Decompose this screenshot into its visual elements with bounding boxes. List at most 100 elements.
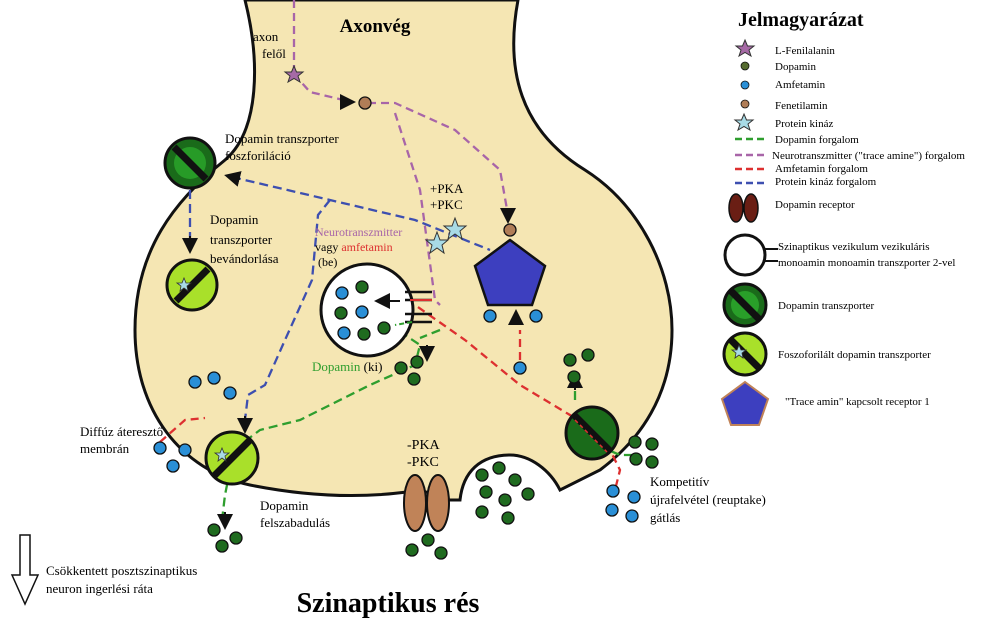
dat-phos-label-1: Dopamin transzporter: [225, 131, 339, 146]
amphetamine-legend-icon: [740, 80, 750, 90]
dopamine-dot-icon: [207, 523, 221, 537]
amphetamine-flow-lines: [159, 298, 622, 491]
dat-phos-label-2: foszforiláció: [225, 148, 291, 163]
legend-label: L-Fenilalanin: [775, 45, 835, 57]
legend-label: Dopamin forgalom: [775, 134, 859, 146]
amphetamine-dot-icon: [188, 375, 202, 389]
amphetamine-dot-icon: [483, 309, 497, 323]
dopamine-dot-icon: [405, 543, 419, 557]
dopamine-dot-icon: [581, 348, 595, 362]
legend: Jelmagyarázat L-Fenilalanin Dopamin Amfe…: [720, 9, 965, 426]
amphetamine-dot-icon: [223, 386, 237, 400]
in-label: (be): [318, 255, 337, 269]
dat-int-label-1: Dopamin: [210, 212, 259, 227]
amphetamine-dot-icon: [627, 490, 641, 504]
dopamine-dot-icon: [475, 468, 489, 482]
dopamine-dot-icon: [508, 473, 522, 487]
amphetamine-dot-icon: [166, 459, 180, 473]
axon-terminal-title: Axonvég: [340, 16, 411, 37]
amphetamine-dot-icon: [529, 309, 543, 323]
amphetamine-dot-icon: [335, 286, 349, 300]
dopamine-dot-icon: [498, 493, 512, 507]
amphetamine-in-label: vagy amfetamin: [315, 240, 393, 254]
dopamine-legend-icon: [740, 61, 750, 71]
amphetamine-dot-icon: [337, 326, 351, 340]
competitive-label-3: gátlás: [650, 510, 680, 525]
amphetamine-dot-icon: [153, 441, 167, 455]
taar1-receptor-pentagon: [473, 238, 547, 307]
axon-from-label-2: felől: [262, 46, 286, 61]
dopamine-dot-icon: [434, 546, 448, 560]
protein-kinase-star-icon: [442, 216, 468, 241]
protein-kinase-star-icon: [424, 230, 450, 255]
protein-kinase-legend-icon: [733, 112, 755, 132]
neurotransmitter-in-label: Neurotranszmitter: [315, 225, 402, 239]
dopamine-dot-icon: [479, 485, 493, 499]
competitive-label-2: újrafelvétel (reuptake): [650, 492, 766, 507]
legend-label: Foszoforilált dopamin transzporter: [778, 349, 931, 361]
dat-int-label-3: bevándorlása: [210, 251, 279, 266]
vesicle-legend-icon: [723, 233, 778, 277]
amphetamine-dot-icon: [625, 509, 639, 523]
synaptic-cleft-title: Szinaptikus rés: [297, 588, 480, 619]
legend-label: monoamin monoamin transzporter 2-vel: [778, 257, 955, 269]
dopamine-dot-icon: [357, 327, 371, 341]
dopamine-out-label: Dopamin (ki): [312, 359, 382, 374]
dopamine-release-label-1: Dopamin: [260, 498, 309, 513]
dopamine-dot-icon: [215, 539, 229, 553]
dat-internalization-transporter: [165, 258, 219, 312]
kinase-flow-lines: [188, 175, 491, 421]
dopamine-dot-icon: [645, 455, 659, 469]
dopamine-dot-icon: [628, 435, 642, 449]
diffuse-membrane-label-2: membrán: [80, 441, 130, 456]
dopamine-dot-icon: [475, 505, 489, 519]
legend-label: Neurotranszmitter ("trace amine") forgal…: [772, 150, 965, 162]
dopamine-dot-icon: [567, 370, 581, 384]
amphetamine-dot-icon: [513, 361, 527, 375]
phenethylamine-dot-icon: [358, 96, 372, 110]
legend-label: Protein kináz: [775, 118, 833, 130]
dopamine-dot-icon: [355, 280, 369, 294]
amphetamine-dot-icon: [207, 371, 221, 385]
dopamine-dot-icon: [421, 533, 435, 547]
legend-title: Jelmagyarázat: [738, 9, 864, 31]
dopamine-dot-icon: [563, 353, 577, 367]
amphetamine-dot-icon: [606, 484, 620, 498]
down-arrow-icon: [10, 534, 40, 606]
plus-pka-label: +PKA: [430, 181, 464, 196]
amphetamine-dot-icon: [178, 443, 192, 457]
dopamine-dot-icon: [410, 355, 424, 369]
dat-phosphorylation-transporter: [163, 136, 217, 190]
kinase-arrow-phos: [224, 171, 242, 187]
legend-label: Dopamin transzporter: [778, 300, 875, 312]
dopamine-release-label-2: felszabadulás: [260, 515, 330, 530]
dopamine-dot-icon: [521, 487, 535, 501]
phosphorylated-dat-legend-icon: [722, 331, 768, 377]
postsynaptic-label-1: Csökkentett posztszinaptikus: [46, 563, 197, 578]
minus-pkc-label: -PKC: [407, 455, 439, 470]
competitive-label-1: Kompetitív: [650, 474, 710, 489]
plus-pkc-label: +PKC: [430, 197, 463, 212]
legend-label: Dopamin receptor: [775, 199, 855, 211]
taar1-legend-icon: [720, 380, 770, 426]
dopamine-dot-icon: [492, 461, 506, 475]
amphetamine-dot-icon: [605, 503, 619, 517]
phosphorylated-dat-membrane: [204, 430, 260, 486]
axon-from-label-1: axon: [253, 29, 279, 44]
dopamine-dot-icon: [394, 361, 408, 375]
dopamine-dot-icon: [229, 531, 243, 545]
legend-label: Fenetilamin: [775, 100, 828, 112]
l-phenylalanine-star-icon: [283, 64, 305, 84]
dopamine-dot-icon: [629, 452, 643, 466]
dopamine-dot-icon: [377, 321, 391, 335]
dopamine-dot-icon: [501, 511, 515, 525]
legend-label: Protein kináz forgalom: [775, 176, 877, 188]
dopamine-receptor-legend-icon: [728, 193, 759, 223]
dopamine-dot-icon: [334, 306, 348, 320]
l-phenylalanine-legend-icon: [734, 38, 756, 58]
amphetamine-dot-icon: [355, 305, 369, 319]
legend-label: Amfetamin: [775, 79, 826, 91]
legend-label: Dopamin: [775, 61, 816, 73]
